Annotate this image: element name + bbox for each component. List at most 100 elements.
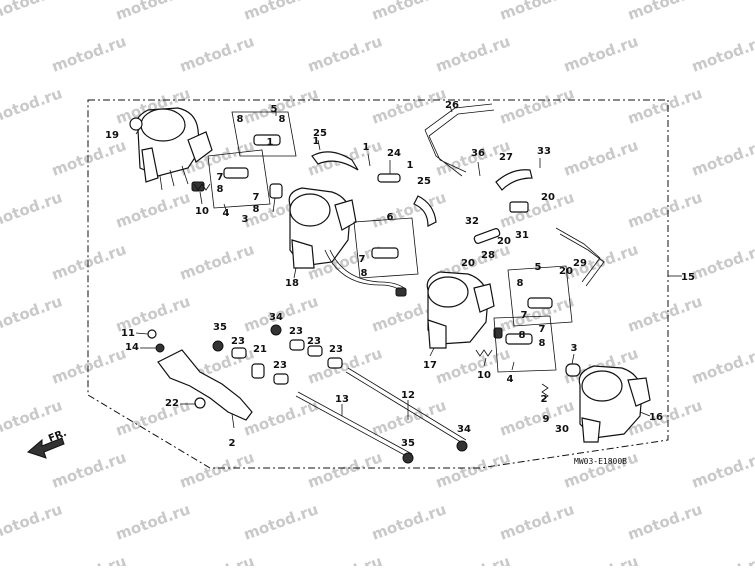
fuel-hose-group bbox=[311, 103, 605, 287]
watermark-text: motod.ru bbox=[113, 0, 192, 24]
watermark-text: motod.ru bbox=[433, 32, 512, 76]
watermark-text: motod.ru bbox=[561, 552, 640, 566]
callout-20: 20 bbox=[497, 236, 511, 247]
watermark-text: motod.ru bbox=[689, 136, 755, 180]
watermark-text: motod.ru bbox=[433, 552, 512, 566]
callout-4: 4 bbox=[223, 208, 230, 219]
callout-11: 11 bbox=[121, 328, 135, 339]
callout-30: 30 bbox=[555, 424, 569, 435]
watermark-text: motod.ru bbox=[305, 448, 384, 492]
callout-1: 1 bbox=[267, 137, 274, 148]
callout-9: 9 bbox=[543, 414, 550, 425]
callout-7: 7 bbox=[359, 254, 366, 265]
watermark-text: motod.ru bbox=[49, 448, 128, 492]
watermark-text: motod.ru bbox=[689, 32, 755, 76]
callout-3: 3 bbox=[571, 343, 578, 354]
fitting-group bbox=[223, 134, 553, 345]
callout-18: 18 bbox=[285, 278, 299, 289]
callout-24: 24 bbox=[387, 148, 401, 159]
callout-23: 23 bbox=[329, 344, 343, 355]
watermark-text: motod.ru bbox=[177, 448, 256, 492]
callout-26: 26 bbox=[445, 100, 459, 111]
callout-1: 1 bbox=[407, 160, 414, 171]
callout-8: 8 bbox=[517, 278, 524, 289]
watermark-text: motod.ru bbox=[497, 0, 576, 24]
callout-1: 1 bbox=[363, 142, 370, 153]
watermark-text: motod.ru bbox=[497, 500, 576, 544]
callout-10: 10 bbox=[477, 370, 491, 381]
assembly-frame bbox=[87, 99, 669, 469]
watermark-text: motod.ru bbox=[0, 188, 65, 232]
watermark-text: motod.ru bbox=[305, 32, 384, 76]
watermark-text: motod.ru bbox=[497, 188, 576, 232]
watermark-text: motod.ru bbox=[113, 396, 192, 440]
watermark-text: motod.ru bbox=[689, 552, 755, 566]
watermark-text: motod.ru bbox=[433, 448, 512, 492]
callout-23: 23 bbox=[231, 336, 245, 347]
callout-5: 5 bbox=[271, 104, 278, 115]
callout-12: 12 bbox=[401, 390, 415, 401]
carburetor-16 bbox=[578, 365, 651, 443]
callout-34: 34 bbox=[457, 424, 471, 435]
callout-27: 27 bbox=[499, 152, 513, 163]
watermark-text: motod.ru bbox=[305, 552, 384, 566]
leader-lines bbox=[135, 105, 682, 429]
watermark-text: motod.ru bbox=[625, 292, 704, 336]
watermark-text: motod.ru bbox=[49, 240, 128, 284]
watermark-text: motod.ru bbox=[497, 84, 576, 128]
callout-16: 16 bbox=[649, 412, 663, 423]
callout-17: 17 bbox=[423, 360, 437, 371]
watermark-text: motod.ru bbox=[433, 344, 512, 388]
callout-36: 36 bbox=[471, 148, 485, 159]
callout-15: 15 bbox=[681, 272, 695, 283]
callout-7: 7 bbox=[539, 324, 546, 335]
watermark-text: motod.ru bbox=[0, 500, 65, 544]
callout-33: 33 bbox=[537, 146, 551, 157]
carburetor-18 bbox=[288, 187, 407, 297]
callout-34: 34 bbox=[269, 312, 283, 323]
watermark-text: motod.ru bbox=[0, 32, 1, 76]
spring-group bbox=[193, 183, 581, 401]
callout-23: 23 bbox=[289, 326, 303, 337]
front-arrow bbox=[27, 437, 65, 459]
watermark-text: motod.ru bbox=[113, 500, 192, 544]
bracket-group bbox=[207, 111, 573, 373]
callout-25: 25 bbox=[313, 128, 327, 139]
callout-19: 19 bbox=[105, 130, 119, 141]
watermark-text: motod.ru bbox=[625, 0, 704, 24]
callout-14: 14 bbox=[125, 342, 139, 353]
watermark-text: motod.ru bbox=[177, 552, 256, 566]
carburetor-19 bbox=[129, 107, 213, 192]
callout-10: 10 bbox=[195, 206, 209, 217]
callout-8: 8 bbox=[539, 338, 546, 349]
watermark-text: motod.ru bbox=[561, 136, 640, 180]
watermark-text: motod.ru bbox=[753, 0, 755, 24]
callout-13: 13 bbox=[335, 394, 349, 405]
diagram-code: MW03-E1800B bbox=[574, 457, 627, 466]
watermark-text: motod.ru bbox=[561, 32, 640, 76]
watermark-text: motod.ru bbox=[49, 32, 128, 76]
callout-28: 28 bbox=[481, 250, 495, 261]
callout-6: 6 bbox=[387, 212, 394, 223]
callout-2: 2 bbox=[541, 394, 548, 405]
watermark-text: motod.ru bbox=[625, 188, 704, 232]
watermark-text: motod.ru bbox=[177, 240, 256, 284]
watermark-text: motod.ru bbox=[369, 188, 448, 232]
callout-22: 22 bbox=[165, 398, 179, 409]
watermark-text: motod.ru bbox=[0, 0, 65, 24]
watermark-text: motod.ru bbox=[177, 32, 256, 76]
callout-5: 5 bbox=[535, 262, 542, 273]
callout-8: 8 bbox=[237, 114, 244, 125]
watermark-text: motod.ru bbox=[113, 188, 192, 232]
callout-1: 1 bbox=[313, 136, 320, 147]
watermark-text: motod.ru bbox=[49, 136, 128, 180]
callout-7: 7 bbox=[521, 310, 528, 321]
watermark-text: motod.ru bbox=[49, 344, 128, 388]
watermark-text: motod.ru bbox=[689, 240, 755, 284]
callout-8: 8 bbox=[519, 330, 526, 341]
callout-20: 20 bbox=[541, 192, 555, 203]
watermark-text: motod.ru bbox=[625, 500, 704, 544]
